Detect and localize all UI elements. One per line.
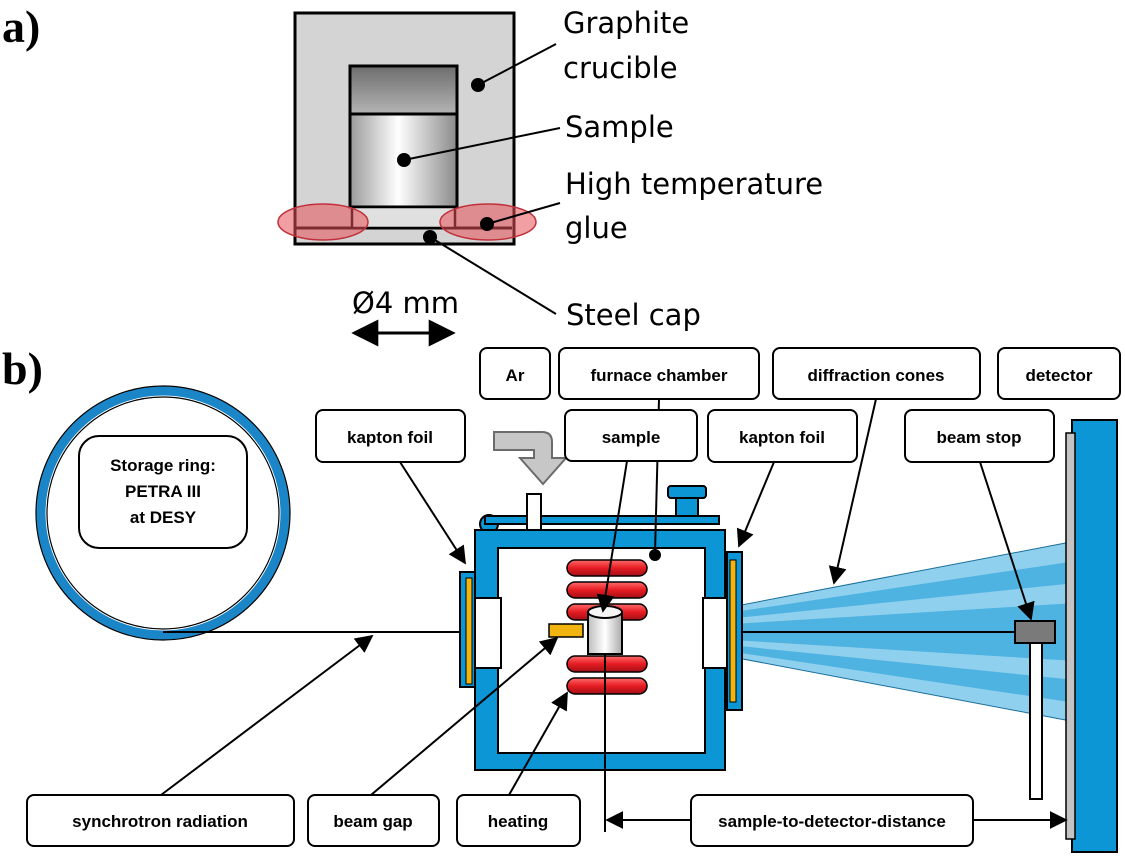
label-box-ar: Ar	[479, 347, 551, 400]
beam-gap-slit	[548, 623, 584, 638]
sample-in-chamber	[587, 605, 623, 655]
label-box-sample: sample	[564, 409, 698, 462]
glue-left	[277, 203, 369, 241]
label-synchrotron-radiation: synchrotron radiation	[72, 812, 248, 831]
label-crucible: crucible	[563, 51, 678, 85]
label-glue: glue	[565, 211, 628, 245]
label-box-beam-stop: beam stop	[904, 409, 1055, 463]
ar-inflow-arrow	[493, 431, 569, 486]
label-box-diffraction-cones: diffraction cones	[772, 347, 981, 400]
label-furnace-chamber: furnace chamber	[591, 366, 728, 385]
crucible-assembly	[277, 11, 537, 246]
label-kapton-foil-left: kapton foil	[347, 428, 433, 447]
label-heating: heating	[488, 812, 548, 831]
panel-a-letter: a)	[2, 1, 40, 52]
ring-label-line2: PETRA III	[125, 482, 201, 501]
label-box-sample-to-detector: sample-to-detector-distance	[690, 794, 974, 847]
panel-b-letter: b)	[2, 343, 43, 394]
label-diffraction-cones: diffraction cones	[808, 366, 945, 385]
label-box-kapton-right: kapton foil	[707, 409, 858, 463]
storage-ring	[35, 385, 291, 641]
label-kapton-foil-right: kapton foil	[739, 428, 825, 447]
label-sample-a: Sample	[565, 110, 674, 144]
label-diameter: Ø4 mm	[352, 286, 459, 320]
panel-a-leaders	[397, 43, 561, 315]
label-beam-stop: beam stop	[936, 428, 1021, 447]
label-detector: detector	[1025, 366, 1092, 385]
label-high-temperature: High temperature	[565, 167, 823, 201]
label-beam-gap: beam gap	[333, 812, 412, 831]
ring-label-line3: at DESY	[130, 508, 197, 527]
label-box-beam-gap: beam gap	[307, 794, 440, 847]
label-box-detector: detector	[997, 347, 1121, 400]
label-ar: Ar	[506, 366, 525, 385]
label-graphite: Graphite	[563, 6, 689, 40]
label-steel-cap: Steel cap	[566, 298, 701, 332]
beam-stop	[1014, 620, 1056, 800]
detector	[1065, 419, 1118, 853]
label-box-kapton-left: kapton foil	[315, 409, 466, 463]
label-box-synchrotron-radiation: synchrotron radiation	[26, 794, 295, 847]
label-box-heating: heating	[456, 794, 581, 847]
label-box-furnace-chamber: furnace chamber	[558, 347, 760, 400]
label-sample-to-detector-distance: sample-to-detector-distance	[718, 812, 946, 831]
ring-label-line1: Storage ring:	[110, 456, 216, 475]
sample-top-section	[348, 64, 459, 116]
label-sample-b: sample	[602, 428, 661, 447]
